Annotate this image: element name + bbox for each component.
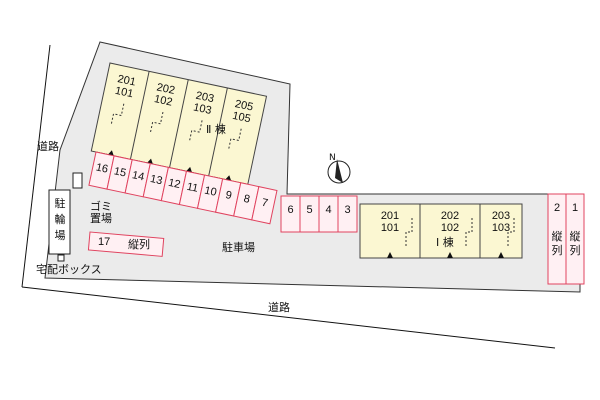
parking-stall-number: 6 <box>287 204 293 216</box>
unit-bottom-number: 103 <box>492 222 510 234</box>
building-ii-label: Ⅱ 棟 <box>206 122 226 136</box>
stair-path <box>150 111 164 133</box>
entrance-triangle-icon <box>387 252 393 258</box>
unit-top-number: 203 <box>195 90 215 106</box>
stair-path <box>110 103 125 124</box>
unit-top-number: 203 <box>492 210 510 222</box>
bicycle-label-2: 輪 <box>55 212 66 226</box>
road-label-bottom: 道路 <box>268 300 290 314</box>
parking-lot-label: 駐車場 <box>222 240 255 254</box>
unit-bottom-number: 105 <box>231 110 251 126</box>
parking-stall-number: 7 <box>261 197 269 210</box>
unit-top-number: 201 <box>381 210 399 222</box>
unit-bottom-number: 101 <box>114 85 134 101</box>
unit-divider <box>169 79 189 168</box>
parking-row-b: 6 5 4 3 <box>280 195 358 233</box>
stair-path <box>465 218 473 248</box>
parking-stall-number: 5 <box>306 204 312 216</box>
unit-top-number: 201 <box>116 73 136 89</box>
stair-path <box>228 128 242 149</box>
entrance-triangle-icon <box>447 252 453 258</box>
unit-top-number: 202 <box>441 210 459 222</box>
parking-17: 17 縦列 <box>87 231 165 257</box>
parking-stall-number: 9 <box>224 189 232 202</box>
unit-divider <box>129 71 150 160</box>
left-road-edge <box>21 44 51 288</box>
parking-stall-number: 13 <box>149 173 163 187</box>
parking-17-number: 17 <box>98 236 110 248</box>
parking-stall-number: 1 <box>572 202 578 214</box>
parking-stall-number: 16 <box>95 161 109 175</box>
unit-bottom-number: 103 <box>192 101 212 117</box>
parking-stall-note-char: 縦 <box>570 230 581 243</box>
parking-stall-number: 2 <box>554 202 560 214</box>
north-label: N <box>329 153 336 163</box>
garbage-area: ゴミ 置場 <box>72 172 112 225</box>
parking-stall-note-char: 縦 <box>552 230 563 243</box>
bicycle-label-1: 駐 <box>55 196 66 210</box>
delivery-box-label: 宅配ボックス <box>36 262 102 276</box>
north-arrow-icon: N <box>327 153 351 184</box>
parking-17-note: 縦列 <box>128 237 150 251</box>
parking-stall-number: 3 <box>344 204 350 216</box>
building-i-label: Ⅰ 棟 <box>436 235 454 249</box>
garbage-label-2: 置場 <box>90 212 112 225</box>
unit-bottom-number: 102 <box>441 222 459 234</box>
parking-stall-number: 14 <box>131 169 145 183</box>
parking-stall-number: 4 <box>325 204 331 216</box>
stair-path <box>507 218 515 248</box>
entrance-triangle-icon <box>498 252 504 258</box>
road-label-left: 道路 <box>37 139 59 153</box>
parking-stall-note-char: 列 <box>570 243 581 257</box>
parking-stall <box>565 193 585 285</box>
unit-top-number: 205 <box>234 98 254 114</box>
parking-right-stalls: 2 縦列 1 縦列 <box>547 193 585 285</box>
parking-stall-number: 8 <box>242 193 250 206</box>
stair-path <box>405 218 413 248</box>
unit-bottom-number: 101 <box>381 222 399 234</box>
bicycle-label-3: 場 <box>55 229 66 242</box>
stair-path <box>189 120 203 141</box>
parking-stall-number: 15 <box>113 165 127 179</box>
bicycle-parking: 駐 輪 場 <box>48 189 71 255</box>
garbage-label-1: ゴミ <box>90 199 112 213</box>
unit-divider <box>208 87 228 177</box>
parking-stall-number: 11 <box>186 181 200 195</box>
parking-stall <box>251 186 278 225</box>
parking-stall-note-char: 列 <box>552 243 563 257</box>
parking-stall <box>337 195 358 233</box>
unit-bottom-number: 102 <box>153 93 173 109</box>
bottom-road-edge <box>21 286 556 349</box>
unit-top-number: 202 <box>156 81 176 97</box>
parking-stall-number: 12 <box>167 177 181 191</box>
parking-stall-number: 10 <box>203 185 217 199</box>
delivery-box-marker <box>57 254 65 262</box>
